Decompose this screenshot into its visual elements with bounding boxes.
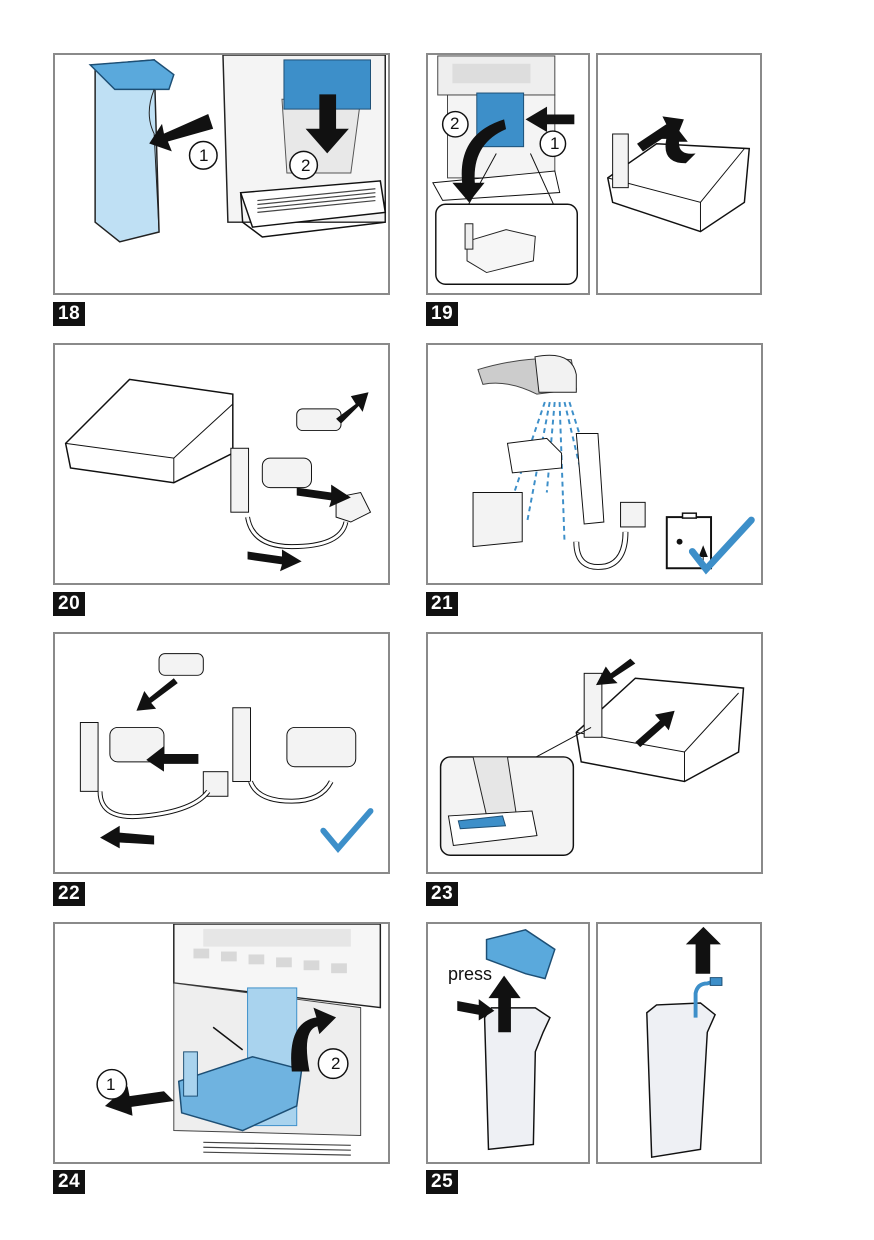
step-number-19: 19: [426, 302, 459, 326]
figure-panel-24: 1 2: [53, 922, 390, 1164]
callout-1: 1: [550, 134, 560, 153]
arrow-right-icon: [457, 999, 495, 1021]
figure-panel-18: 1 2: [53, 53, 390, 295]
arrow-curved-icon: [658, 124, 696, 164]
arrow-up-icon: [488, 975, 521, 1033]
arrow-left-icon: [146, 746, 199, 772]
milk-container: [483, 1007, 551, 1151]
pointer-line: [212, 1026, 244, 1051]
arrow-up-right-icon: [336, 392, 369, 424]
callout-1: 1: [106, 1075, 116, 1094]
callout-2: 2: [301, 156, 311, 175]
illustration-insert-tray: [96, 924, 382, 1156]
step-number-20: 20: [53, 592, 86, 616]
callout-circle-2: [289, 150, 319, 180]
callout-2: 2: [331, 1054, 341, 1073]
illustration-remove-lid: [457, 929, 556, 1151]
blue-tray: [177, 1055, 303, 1132]
figure-panel-21: [426, 343, 763, 585]
figure-panel-22: [53, 632, 390, 874]
checkmark-icon: [320, 808, 374, 853]
illustration-insert-parts: [439, 658, 745, 857]
step-number-18: 18: [53, 302, 86, 326]
callout-2: 2: [450, 114, 460, 133]
arrow-curved-icon: [452, 119, 507, 203]
figure-panel-19b: [596, 53, 762, 295]
callout-1: 1: [199, 146, 209, 165]
arrow-left-icon: [149, 114, 214, 152]
press-label: press: [448, 964, 493, 984]
arrow-down-icon: [305, 94, 349, 154]
step-number-23: 23: [426, 882, 459, 906]
step-number-22: 22: [53, 882, 86, 906]
riser-tube: [693, 979, 714, 1018]
arrow-curved-up-icon: [291, 1007, 337, 1072]
arrow-down-left-icon: [595, 658, 636, 686]
figure-panel-25a: press: [426, 922, 590, 1164]
arrow-up-icon: [685, 926, 721, 974]
step-number-21: 21: [426, 592, 459, 616]
figure-panel-25b: [596, 922, 762, 1164]
step-number-25: 25: [426, 1170, 459, 1194]
figure-panel-23: [426, 632, 763, 874]
illustration-rinse: [472, 354, 755, 575]
checkmark-icon: [688, 516, 755, 575]
arrow-up-icon: [637, 116, 684, 152]
arrow-left-icon: [100, 825, 155, 849]
arrow-right-icon: [247, 549, 302, 572]
dishwasher-icon: [665, 516, 713, 570]
arrow-down-left-icon: [136, 678, 178, 711]
milk-container: [646, 1002, 717, 1159]
illustration-remove-milk-container: [88, 55, 387, 243]
arrow-left-icon: [525, 106, 575, 133]
callout-circle-1: [188, 140, 218, 170]
illustration-remove-tube: [646, 926, 723, 1159]
illustration-reassemble: [79, 653, 374, 853]
figure-panel-19a: 2 1: [426, 53, 590, 295]
blue-lid: [485, 929, 556, 980]
illustration-release-milk-system: [432, 55, 578, 285]
arrow-up-right-icon: [635, 710, 675, 748]
figure-panel-20: [53, 343, 390, 585]
step-number-24: 24: [53, 1170, 86, 1194]
arrow-right-icon: [296, 484, 351, 508]
illustration-disassemble: [64, 378, 372, 572]
blue-latch: [457, 815, 507, 830]
illustration-lift-parts: [606, 116, 751, 233]
